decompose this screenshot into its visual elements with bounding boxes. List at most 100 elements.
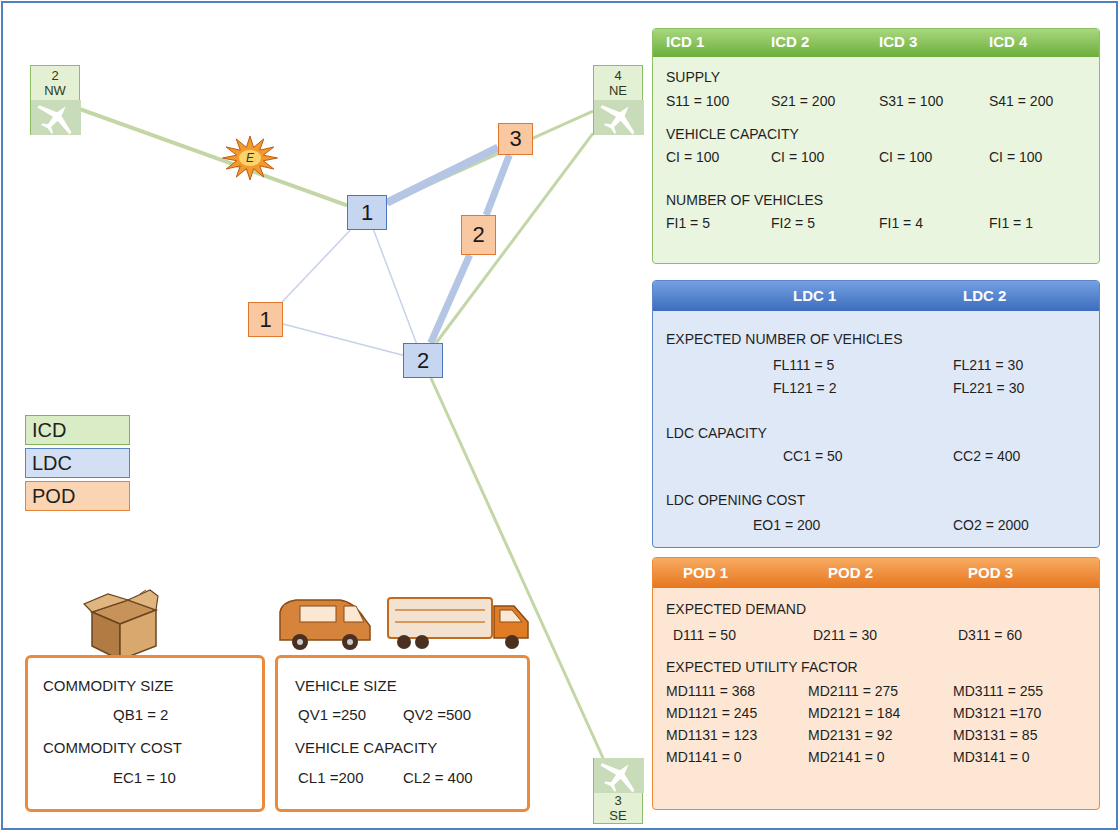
panel-heading: LDC 1 — [793, 287, 836, 304]
node-text-area: 2 — [462, 216, 495, 254]
panel-text: FI2 = 5 — [771, 215, 815, 231]
route-line — [283, 324, 403, 355]
panel-text: CI = 100 — [989, 149, 1042, 165]
panel-text: MD3141 = 0 — [953, 749, 1030, 765]
node-text-area: 2NW — [31, 66, 79, 99]
node-label: 2 — [51, 68, 58, 83]
panel-heading: POD 1 — [683, 564, 728, 581]
panel-text: VEHICLE CAPACITY — [295, 739, 437, 756]
panel-text: FL221 = 30 — [953, 380, 1024, 396]
panel-text: MD3121 =170 — [953, 705, 1041, 721]
node-label: 3 — [509, 127, 521, 151]
panel-text: LDC OPENING COST — [666, 492, 805, 508]
pod-node: 2 — [461, 215, 496, 255]
panel-heading: LDC 2 — [963, 287, 1006, 304]
node-label: 4 — [614, 68, 621, 83]
panel-text: CC1 = 50 — [783, 448, 843, 464]
panel-text: EO1 = 200 — [753, 517, 820, 533]
panel-header-bar — [653, 29, 1099, 57]
node-label: NW — [44, 83, 66, 98]
panel-text: CI = 100 — [879, 149, 932, 165]
panel-text: FL211 = 30 — [953, 357, 1023, 373]
node-label: SE — [609, 808, 626, 823]
ldc-node: 2 — [403, 343, 443, 378]
route-line — [80, 109, 347, 205]
pod-panel: POD 1POD 2POD 3EXPECTED DEMANDD111 = 50D… — [652, 557, 1100, 810]
node-text-area: 1 — [249, 303, 282, 336]
panel-text: FL111 = 5 — [773, 357, 834, 373]
explosion-core — [239, 150, 261, 166]
route-line — [387, 148, 498, 203]
panel-text: CI = 100 — [666, 149, 719, 165]
panel-text: MD1141 = 0 — [666, 749, 742, 765]
panel-heading: ICD 2 — [771, 33, 809, 50]
legend-swatch: LDC — [25, 448, 130, 478]
panel-text: MD2131 = 92 — [808, 727, 892, 743]
panel-text: LDC CAPACITY — [666, 425, 767, 441]
van-icon — [280, 600, 370, 650]
panel-heading: POD 2 — [828, 564, 873, 581]
icd-node: 4NE — [593, 65, 643, 135]
panel-text: MD1131 = 123 — [666, 727, 757, 743]
panel-text: CO2 = 2000 — [953, 517, 1029, 533]
pod-node: 3 — [498, 123, 533, 155]
event-label: E — [246, 151, 254, 165]
truck-icon — [388, 598, 528, 649]
legend-text: LDC — [32, 452, 72, 475]
panel-text: SUPPLY — [666, 69, 720, 85]
icd-panel: ICD 1 ICD 2 ICD 3 ICD 4 SUPPLY S11 = 100 S21 =… — [652, 28, 1100, 264]
panel-text: MD2111 = 275 — [808, 683, 898, 699]
panel-text: QV2 =500 — [403, 706, 471, 723]
panel-text: QV1 =250 — [298, 706, 366, 723]
vehicle-card: VEHICLE SIZEQV1 =250QV2 =500VEHICLE CAPA… — [275, 655, 530, 812]
panel-text: FI1 = 4 — [879, 215, 923, 231]
route-line — [486, 155, 509, 215]
legend-swatch: ICD — [25, 415, 130, 445]
panel-text: CL2 = 400 — [403, 769, 473, 786]
panel-text: NUMBER OF VEHICLES — [666, 192, 823, 208]
node-label: 1 — [361, 201, 373, 225]
route-line — [282, 230, 350, 302]
airplane-icon — [31, 100, 81, 135]
box-icon — [84, 590, 158, 660]
node-text-area: 1 — [348, 196, 386, 229]
explosion-shape — [223, 136, 278, 180]
panel-text: CL1 =200 — [298, 769, 363, 786]
node-label: 3 — [614, 793, 621, 808]
panel-text: MD1111 = 368 — [666, 683, 755, 699]
panel-text: S41 = 200 — [989, 93, 1053, 109]
route-line — [387, 111, 593, 203]
panel-text: EXPECTED UTILITY FACTOR — [666, 659, 858, 675]
panel-text: S11 = 100 — [666, 93, 729, 109]
panel-text: MD3111 = 255 — [953, 683, 1043, 699]
node-label: 2 — [472, 223, 484, 247]
panel-text: COMMODITY COST — [43, 739, 182, 756]
node-label: 1 — [259, 308, 271, 332]
ldc-panel: LDC 1LDC 2EXPECTED NUMBER OF VEHICLESFL1… — [652, 280, 1100, 548]
panel-text: CC2 = 400 — [953, 448, 1020, 464]
route-line — [436, 133, 593, 343]
panel-text: CI = 100 — [771, 149, 824, 165]
node-text-area: 4NE — [594, 66, 642, 99]
panel-text: S21 = 200 — [771, 93, 835, 109]
panel-heading: ICD 1 — [666, 33, 704, 50]
panel-text: COMMODITY SIZE — [43, 677, 174, 694]
pod-node: 1 — [248, 302, 283, 337]
panel-heading: ICD 4 — [989, 33, 1027, 50]
airplane-shape — [594, 100, 644, 135]
icd-node: 2NW — [30, 65, 80, 135]
legend-text: POD — [32, 485, 75, 508]
airplane-shape — [594, 758, 644, 793]
panel-text: D111 = 50 — [673, 627, 736, 643]
commodity-card: COMMODITY SIZEQB1 = 2COMMODITY COSTEC1 =… — [25, 655, 265, 812]
node-text-area: 2 — [404, 344, 442, 377]
airplane-icon — [594, 100, 644, 135]
panel-heading: ICD 3 — [879, 33, 917, 50]
airplane-shape — [31, 100, 81, 135]
panel-text: EC1 = 10 — [113, 769, 176, 786]
node-label: NE — [609, 83, 627, 98]
node-label: 2 — [417, 349, 429, 373]
legend-swatch: POD — [25, 481, 130, 511]
